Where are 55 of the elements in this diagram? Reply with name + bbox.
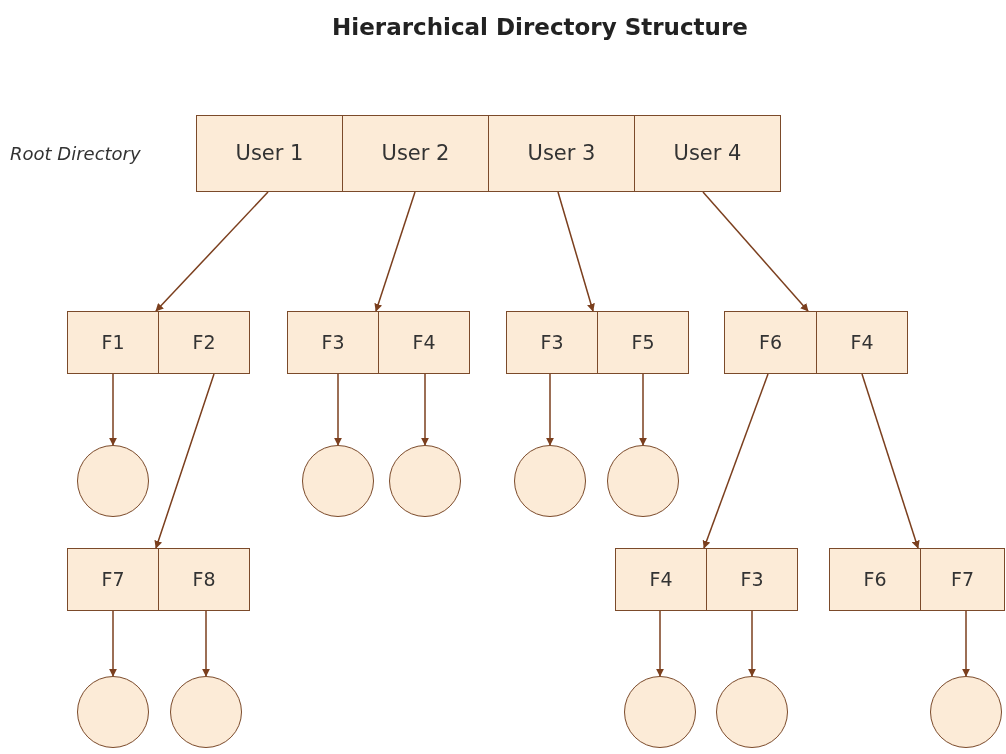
file-cell xyxy=(615,548,707,611)
cell-label: User 2 xyxy=(381,139,450,167)
file-cell xyxy=(597,311,689,374)
cell-label: F6 xyxy=(759,330,782,356)
side-label: Root Directory xyxy=(10,142,141,166)
diagram-title: Hierarchical Directory Structure xyxy=(331,13,749,42)
arrow xyxy=(639,373,647,446)
arrow xyxy=(656,610,664,677)
arrow xyxy=(557,191,595,312)
file-cell xyxy=(287,311,379,374)
file-cell xyxy=(706,548,798,611)
directory-cell xyxy=(488,115,635,192)
arrow xyxy=(109,610,117,677)
arrow xyxy=(109,373,117,446)
cell-label: F7 xyxy=(101,567,125,593)
cell-label: User 3 xyxy=(527,139,596,167)
file-cell xyxy=(829,548,921,611)
file-cell xyxy=(67,548,159,611)
file-cell xyxy=(920,548,1005,611)
cell-label: F4 xyxy=(850,330,874,356)
arrow xyxy=(748,610,756,677)
cell-label: F6 xyxy=(863,567,887,593)
file-cell xyxy=(724,311,817,374)
cell-label: F3 xyxy=(321,330,345,356)
directory-cell xyxy=(342,115,489,192)
arrow xyxy=(702,373,769,549)
cell-label: F4 xyxy=(649,567,673,593)
cell-label: F2 xyxy=(192,330,216,356)
directory-cell xyxy=(196,115,343,192)
cell-label: User 1 xyxy=(235,139,304,167)
cell-label: F1 xyxy=(101,330,125,356)
arrow xyxy=(374,191,416,312)
directory-cell xyxy=(634,115,781,192)
arrow xyxy=(421,373,429,446)
cell-label: F7 xyxy=(951,567,974,593)
arrow xyxy=(861,373,920,549)
arrow xyxy=(702,191,809,312)
cell-label: User 4 xyxy=(673,139,742,167)
cell-label: F4 xyxy=(412,330,436,356)
cell-label: F3 xyxy=(540,330,564,356)
arrow xyxy=(546,373,554,446)
file-cell xyxy=(506,311,598,374)
arrow xyxy=(202,610,210,677)
cell-label: F5 xyxy=(631,330,655,356)
arrow xyxy=(154,373,215,549)
cell-label: F8 xyxy=(192,567,216,593)
file-cell xyxy=(816,311,908,374)
arrow xyxy=(962,610,970,677)
file-cell xyxy=(67,311,159,374)
arrow xyxy=(155,191,269,312)
cell-label: F3 xyxy=(740,567,764,593)
file-cell xyxy=(158,311,250,374)
arrow xyxy=(334,373,342,446)
file-cell xyxy=(158,548,250,611)
file-cell xyxy=(378,311,470,374)
